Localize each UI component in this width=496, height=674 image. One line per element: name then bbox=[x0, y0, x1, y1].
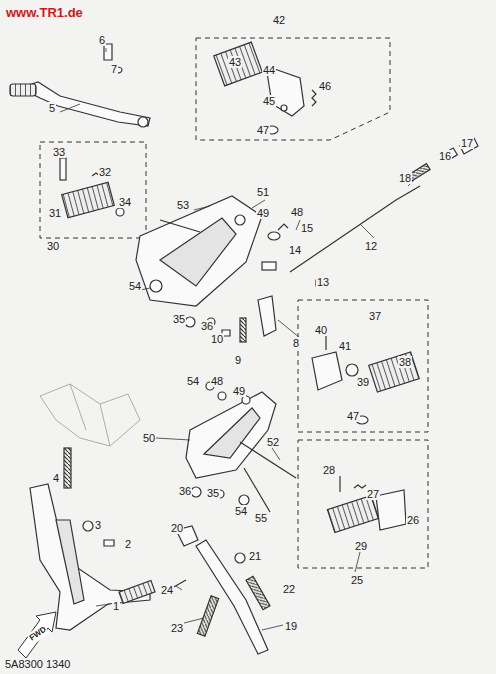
callout-number: 54 bbox=[128, 280, 142, 292]
callout-number: 19 bbox=[284, 620, 298, 632]
callout-number: 54 bbox=[234, 505, 248, 517]
callout-number: 45 bbox=[262, 95, 276, 107]
fwd-arrow bbox=[18, 612, 56, 658]
callout-number: 6 bbox=[98, 34, 106, 46]
dashed-group-frames bbox=[40, 38, 428, 568]
callout-number: 23 bbox=[170, 622, 184, 634]
callout-number: 30 bbox=[46, 240, 60, 252]
callout-number: 43 bbox=[228, 56, 242, 68]
drawing-number: 5A8300 1340 bbox=[4, 658, 71, 670]
callout-number: 12 bbox=[364, 240, 378, 252]
callout-number: 29 bbox=[354, 540, 368, 552]
leader-lines bbox=[60, 48, 414, 630]
frame-sketch bbox=[40, 384, 140, 446]
callout-number: 18 bbox=[398, 172, 412, 184]
callout-number: 15 bbox=[300, 222, 314, 234]
callout-number: 37 bbox=[368, 310, 382, 322]
callout-number: 49 bbox=[256, 207, 270, 219]
callout-number: 16 bbox=[438, 150, 452, 162]
callout-number: 47 bbox=[256, 124, 270, 136]
callout-number: 53 bbox=[176, 199, 190, 211]
callout-number: 34 bbox=[118, 196, 132, 208]
callout-number: 40 bbox=[314, 324, 328, 336]
callout-number: 33 bbox=[52, 146, 66, 158]
callout-number: 21 bbox=[248, 550, 262, 562]
callout-number: 14 bbox=[288, 244, 302, 256]
callout-number: 51 bbox=[256, 186, 270, 198]
callout-number: 50 bbox=[142, 432, 156, 444]
callout-number: 32 bbox=[98, 166, 112, 178]
callout-number: 54 bbox=[186, 375, 200, 387]
callout-number: 31 bbox=[48, 207, 62, 219]
callout-number: 52 bbox=[266, 436, 280, 448]
callout-number: 42 bbox=[272, 14, 286, 26]
callout-number: 26 bbox=[406, 514, 420, 526]
callout-number: 46 bbox=[318, 80, 332, 92]
callout-number: 36 bbox=[200, 320, 214, 332]
callout-number: 48 bbox=[290, 206, 304, 218]
callout-number: 39 bbox=[356, 376, 370, 388]
callout-number: 25 bbox=[350, 574, 364, 586]
callout-number: 44 bbox=[262, 64, 276, 76]
callout-number: 3 bbox=[94, 519, 102, 531]
callout-number: 47 bbox=[346, 410, 360, 422]
callout-number: 17 bbox=[460, 137, 474, 149]
callout-number: 13 bbox=[316, 276, 330, 288]
callout-number: 10 bbox=[210, 333, 224, 345]
callout-number: 9 bbox=[234, 354, 242, 366]
callout-number: 20 bbox=[170, 522, 184, 534]
callout-number: 48 bbox=[210, 375, 224, 387]
callout-number: 22 bbox=[282, 583, 296, 595]
callout-number: 41 bbox=[338, 340, 352, 352]
parts bbox=[10, 42, 478, 654]
callout-number: 4 bbox=[52, 472, 60, 484]
callout-number: 38 bbox=[398, 356, 412, 368]
callout-number: 5 bbox=[48, 102, 56, 114]
callout-number: 2 bbox=[124, 538, 132, 550]
callout-number: 35 bbox=[206, 487, 220, 499]
watermark: www.TR1.de bbox=[5, 5, 84, 20]
callout-number: 8 bbox=[292, 337, 300, 349]
callout-number: 28 bbox=[322, 464, 336, 476]
callout-number: 49 bbox=[232, 385, 246, 397]
callout-number: 36 bbox=[178, 485, 192, 497]
callout-number: 27 bbox=[366, 488, 380, 500]
callout-number: 35 bbox=[172, 313, 186, 325]
callout-number: 7 bbox=[110, 63, 118, 75]
callout-number: 55 bbox=[254, 512, 268, 524]
callout-number: 1 bbox=[112, 600, 120, 612]
callout-number: 24 bbox=[160, 584, 174, 596]
